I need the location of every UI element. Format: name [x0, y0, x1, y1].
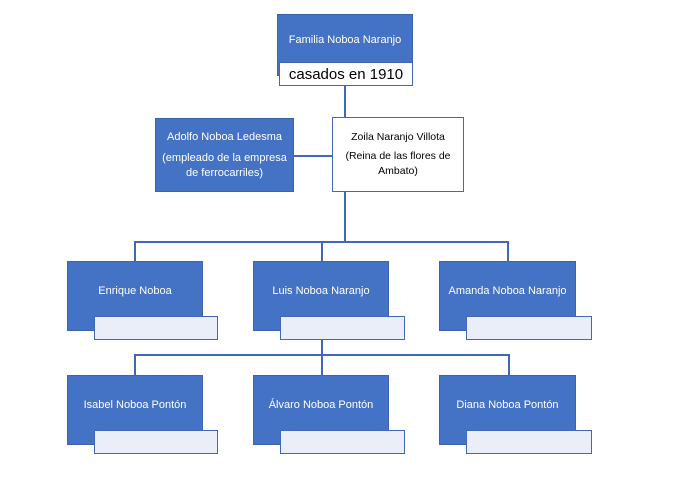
child-subcard-enrique [94, 316, 218, 340]
connector-grandchild-1 [134, 354, 136, 375]
grandchild-name: Isabel Noboa Pontón [83, 398, 187, 411]
connector-luis-to-grandchildren [321, 330, 323, 355]
child-name: Enrique Noboa [98, 284, 172, 297]
husband-note: (empleado de la empresa de ferrocarriles… [162, 151, 287, 179]
child-subcard-luis [280, 316, 405, 340]
child-name: Amanda Noboa Naranjo [448, 284, 567, 297]
marriage-date-label: casados en 1910 [288, 65, 404, 83]
connector-grandchild-3 [508, 354, 510, 375]
grandchild-subcard-isabel [94, 430, 218, 454]
wife-note: (Reina de las flores de Ambato) [345, 150, 451, 177]
connector-child-3 [507, 241, 509, 261]
connector-child-1 [134, 241, 136, 261]
child-subcard-amanda [466, 316, 592, 340]
grandchild-subcard-diana [466, 430, 592, 454]
husband-node: Adolfo Noboa Ledesma (empleado de la emp… [155, 118, 294, 192]
grandchild-name: Álvaro Noboa Pontón [268, 398, 374, 411]
marriage-date-tag: casados en 1910 [279, 62, 413, 86]
husband-name: Adolfo Noboa Ledesma [167, 130, 282, 143]
grandchild-name: Diana Noboa Pontón [456, 398, 559, 411]
child-name: Luis Noboa Naranjo [272, 284, 370, 297]
grandchild-subcard-alvaro [280, 430, 405, 454]
wife-node: Zoila Naranjo Villota (Reina de las flor… [332, 117, 464, 192]
connector-child-2 [321, 241, 323, 261]
wife-name: Zoila Naranjo Villota [351, 131, 445, 143]
root-title: Familia Noboa Naranjo [288, 33, 402, 46]
connector-husband-to-wife [294, 155, 332, 157]
connector-grandchild-2 [321, 354, 323, 375]
